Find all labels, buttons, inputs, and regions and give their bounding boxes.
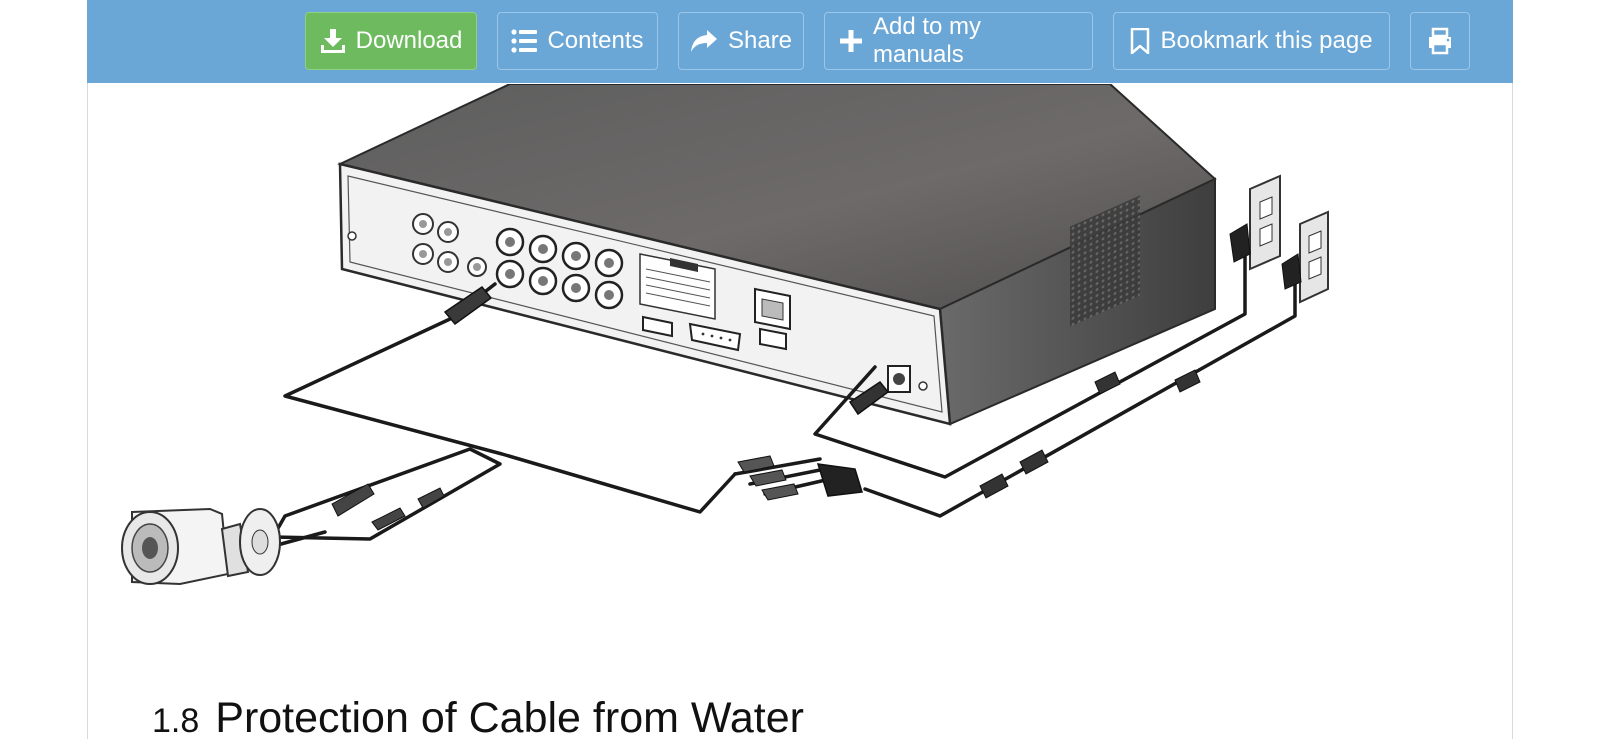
plus-icon [839,29,863,53]
bookmark-label: Bookmark this page [1160,27,1373,54]
bookmark-icon [1130,28,1150,54]
share-icon [690,29,718,53]
bullet-camera [121,507,281,586]
document-toolbar: Download Contents Share [87,0,1513,83]
power-splitter [737,455,863,501]
bookmark-button[interactable]: Bookmark this page [1113,12,1390,70]
download-label: Download [355,27,463,54]
contents-button[interactable]: Contents [497,12,658,70]
dvr-recorder [337,84,1217,426]
download-button[interactable]: Download [305,12,477,70]
download-icon [320,28,346,54]
wall-outlets [1229,174,1329,304]
add-to-my-manuals-button[interactable]: Add to my manuals [824,12,1093,70]
print-icon [1426,27,1454,55]
section-title: Protection of Cable from Water [215,694,804,739]
section-number: 1.8 [152,702,200,739]
add-to-my-manuals-label: Add to my manuals [873,13,982,68]
bnc-plug [443,285,493,326]
section-heading: 1.8 Protection of Cable from Water [152,694,804,739]
share-button[interactable]: Share [678,12,804,70]
list-icon [511,29,538,53]
share-label: Share [727,27,793,54]
print-button[interactable] [1410,12,1470,70]
dvr-connection-diagram [121,84,1329,586]
contents-label: Contents [547,27,644,54]
